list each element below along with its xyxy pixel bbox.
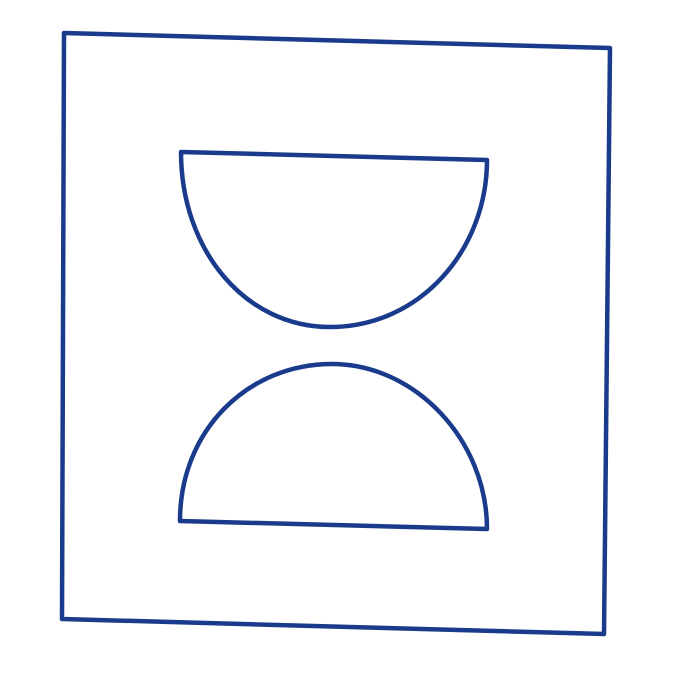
upper-semicircle <box>178 149 490 330</box>
outer-square-frame <box>59 30 613 637</box>
lower-semicircle <box>177 361 490 532</box>
